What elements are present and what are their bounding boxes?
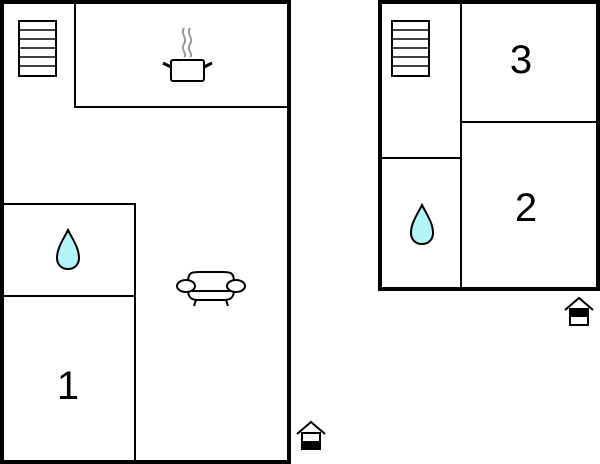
entrance-icon [296, 420, 326, 450]
water-drop-icon [55, 227, 81, 271]
room-label-3: 3 [509, 38, 533, 82]
stairs-icon [18, 20, 57, 77]
room-bathroom [2, 203, 136, 297]
divider-vertical [460, 2, 462, 288]
divider-horizontal-left [381, 157, 461, 159]
entrance-icon [564, 296, 594, 326]
divider-horizontal-right [461, 121, 597, 123]
pot-icon [162, 27, 213, 82]
stairs-icon [391, 20, 430, 77]
room-kitchen [74, 2, 289, 108]
room-label-2: 2 [514, 186, 538, 230]
sofa-icon [176, 271, 246, 307]
room-label-1: 1 [56, 364, 80, 408]
room-bedroom-1 [2, 295, 136, 462]
water-drop-icon [409, 202, 435, 246]
ground-floor-plan [0, 0, 291, 464]
